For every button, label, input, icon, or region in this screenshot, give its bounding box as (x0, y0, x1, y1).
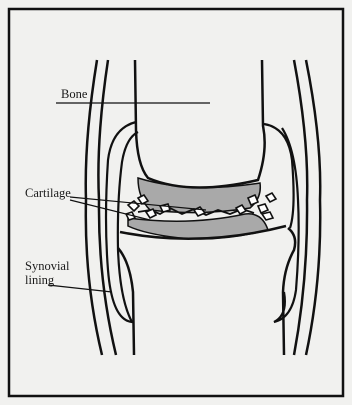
right-synovial-pouch (264, 124, 299, 322)
label-synovial-line2: lining (25, 273, 55, 287)
upper-bone (135, 60, 265, 188)
right-capsule-inner (294, 60, 307, 355)
lower-bone (118, 228, 295, 355)
label-cartilage: Cartilage (25, 186, 71, 200)
label-bone: Bone (61, 87, 88, 101)
label-synovial-line1: Synovial (25, 259, 70, 273)
